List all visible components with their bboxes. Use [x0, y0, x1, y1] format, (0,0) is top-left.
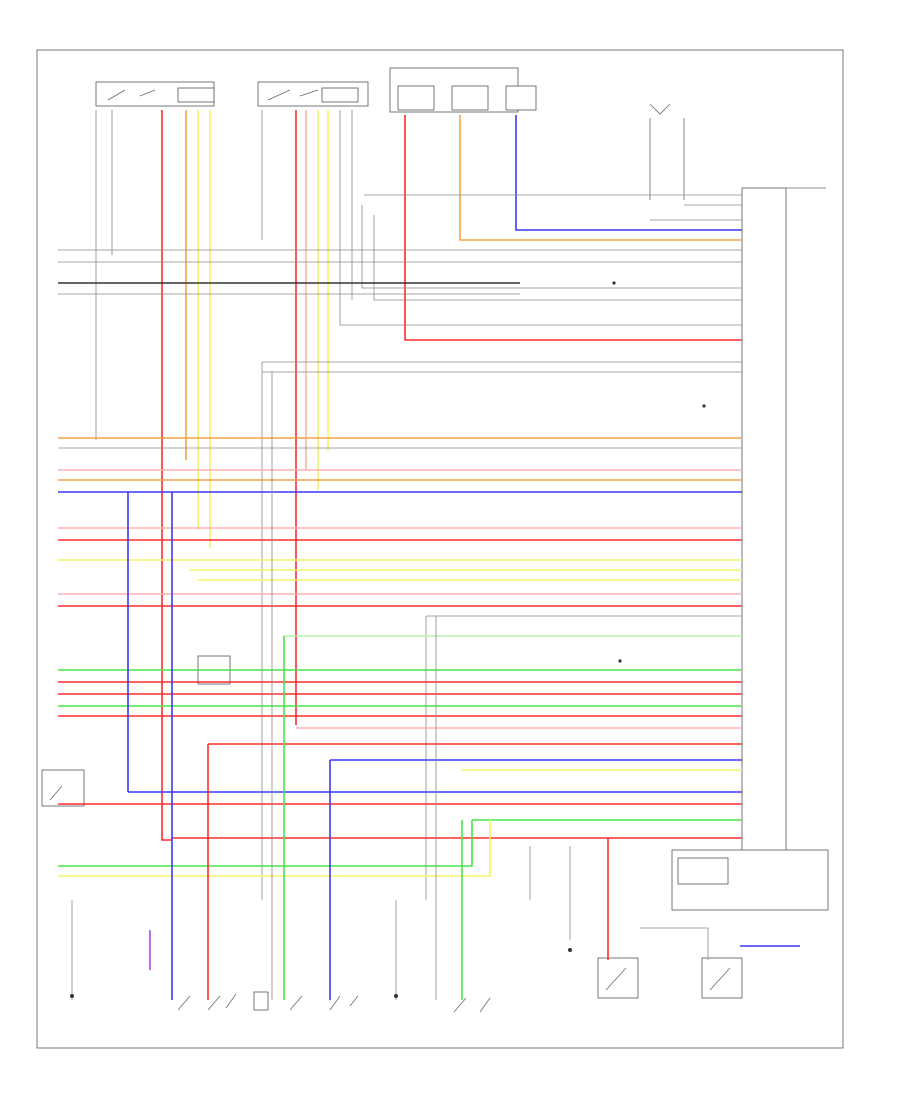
bottom-center-switch: [253, 991, 359, 1011]
bottom-right-switch: [453, 997, 491, 1013]
bottom-right-relay-1: [597, 957, 639, 999]
main-connector: [741, 187, 826, 881]
diagram-frame: [36, 49, 844, 1049]
top-right-sensor: [649, 103, 685, 200]
splice-dots: [70, 281, 706, 998]
vertical-wires: [95, 110, 742, 841]
top-center-switch: [257, 81, 369, 107]
bottom-drops: [71, 372, 800, 1000]
right-lower-module: [671, 849, 829, 911]
bottom-left-switch: [177, 993, 237, 1011]
top-module: [389, 67, 537, 113]
horizontal-wires: [58, 194, 742, 900]
bottom-right-relay-2: [701, 957, 743, 999]
top-left-switch: [95, 81, 215, 107]
left-lower-legend-box: [41, 769, 85, 807]
